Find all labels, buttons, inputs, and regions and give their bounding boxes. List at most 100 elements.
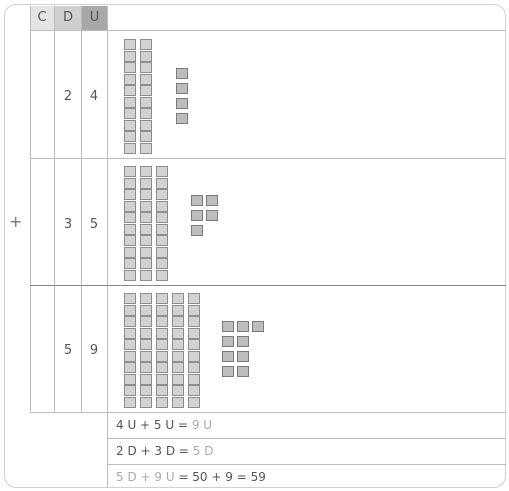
rod-cell (188, 339, 200, 350)
table-border (4, 4, 506, 488)
rod-cell (140, 212, 152, 223)
rod-cell (188, 397, 200, 408)
rod-cell (140, 166, 152, 177)
row3-tens-digit: 5 (56, 343, 80, 358)
rod-cell (124, 351, 136, 362)
rod-cell (140, 74, 152, 85)
sum-line (30, 285, 506, 286)
grid-line (54, 6, 55, 412)
rod-cell (156, 235, 168, 246)
rod-cell (124, 293, 136, 304)
tens-rod (140, 39, 152, 154)
unit-cube (176, 68, 188, 79)
rod-cell (140, 143, 152, 154)
rod-cell (172, 397, 184, 408)
rod-cell (172, 293, 184, 304)
rod-cell (140, 120, 152, 131)
rod-cell (140, 374, 152, 385)
unit-cube (237, 351, 249, 362)
rod-cell (140, 189, 152, 200)
unit-cube (191, 195, 203, 206)
rod-cell (124, 235, 136, 246)
rod-cell (140, 397, 152, 408)
unit-cube (191, 225, 203, 236)
unit-cube (222, 366, 234, 377)
rod-cell (140, 224, 152, 235)
equation-tens: 2 D + 3 D = 5 D (116, 444, 213, 458)
rod-cell (124, 201, 136, 212)
grid-line (30, 412, 506, 413)
rod-cell (140, 328, 152, 339)
unit-cube (252, 321, 264, 332)
rod-cell (124, 397, 136, 408)
unit-cube (206, 210, 218, 221)
rod-cell (188, 362, 200, 373)
tens-rod (172, 293, 184, 408)
grid-line (30, 158, 506, 159)
rod-cell (140, 85, 152, 96)
rod-cell (188, 328, 200, 339)
rod-cell (156, 247, 168, 258)
rod-cell (140, 108, 152, 119)
rod-cell (140, 131, 152, 142)
rod-cell (156, 316, 168, 327)
rod-cell (140, 62, 152, 73)
rod-cell (156, 362, 168, 373)
rod-cell (124, 328, 136, 339)
rod-cell (124, 39, 136, 50)
rod-cell (172, 339, 184, 350)
rod-cell (156, 397, 168, 408)
row1-units-digit: 4 (82, 89, 106, 104)
rod-cell (140, 201, 152, 212)
rod-cell (124, 316, 136, 327)
unit-cube (206, 195, 218, 206)
tens-rod (124, 166, 136, 281)
row2-tens-digit: 3 (56, 217, 80, 232)
rod-cell (156, 293, 168, 304)
rod-cell (156, 212, 168, 223)
rod-cell (124, 305, 136, 316)
rod-cell (156, 385, 168, 396)
unit-cube (176, 113, 188, 124)
rod-cell (188, 385, 200, 396)
tens-rod (140, 166, 152, 281)
rod-cell (156, 258, 168, 269)
grid-line (107, 464, 506, 465)
unit-cube (222, 321, 234, 332)
unit-cube (191, 210, 203, 221)
grid-line (30, 30, 506, 31)
grid-line (107, 438, 506, 439)
rod-cell (124, 143, 136, 154)
rod-cell (124, 374, 136, 385)
rod-cell (124, 224, 136, 235)
rod-cell (124, 74, 136, 85)
rod-cell (172, 316, 184, 327)
rod-cell (124, 385, 136, 396)
rod-cell (140, 258, 152, 269)
rod-cell (140, 51, 152, 62)
rod-cell (140, 385, 152, 396)
rod-cell (188, 305, 200, 316)
rod-cell (188, 374, 200, 385)
rod-cell (172, 305, 184, 316)
rod-cell (124, 189, 136, 200)
rod-cell (156, 339, 168, 350)
rod-cell (172, 385, 184, 396)
rod-cell (156, 270, 168, 281)
rod-cell (140, 362, 152, 373)
header-units: U (82, 6, 107, 30)
rod-cell (124, 62, 136, 73)
header-tens: D (55, 6, 81, 30)
rod-cell (140, 305, 152, 316)
row2-units-digit: 5 (82, 217, 106, 232)
rod-cell (156, 224, 168, 235)
rod-cell (140, 235, 152, 246)
rod-cell (124, 258, 136, 269)
rod-cell (156, 189, 168, 200)
rod-cell (156, 166, 168, 177)
rod-cell (140, 351, 152, 362)
plus-sign: + (9, 212, 22, 231)
rod-cell (172, 351, 184, 362)
rod-cell (140, 97, 152, 108)
